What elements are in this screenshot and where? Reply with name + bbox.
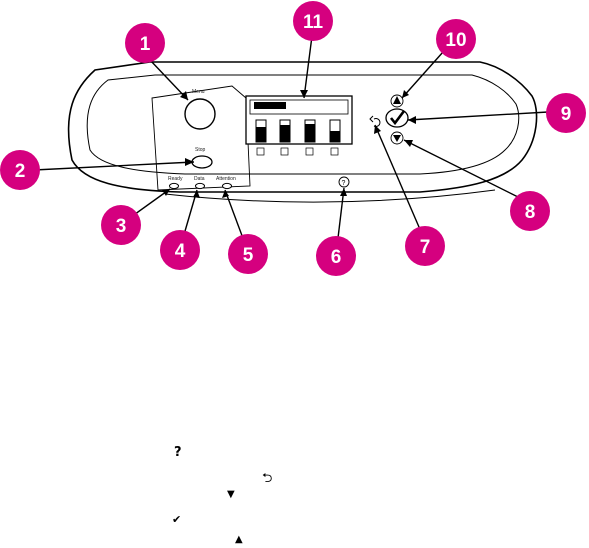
attention-light — [222, 182, 232, 190]
svg-text:?: ? — [342, 180, 346, 187]
stop-button[interactable] — [191, 155, 213, 169]
svg-text:4: 4 — [175, 241, 186, 262]
callout-3: 3 — [101, 205, 141, 245]
back-button[interactable] — [369, 115, 381, 127]
svg-text:10: 10 — [445, 30, 466, 51]
legend-select-check-icon: ✔ — [172, 513, 182, 526]
callout-1: 1 — [125, 23, 165, 63]
svg-text:11: 11 — [303, 12, 324, 33]
down-arrow-button[interactable] — [390, 131, 404, 145]
display-screen — [245, 95, 353, 156]
svg-text:8: 8 — [525, 202, 536, 223]
callout-5: 5 — [228, 234, 268, 274]
callout-11: 11 — [293, 1, 333, 41]
callout-arrowheads — [162, 90, 416, 198]
data-light — [195, 182, 205, 190]
help-button[interactable]: ? — [338, 176, 350, 188]
data-label: Data — [194, 176, 205, 182]
control-panel-diagram: Menu Stop Ready Data Attention ? — [0, 1, 586, 276]
attention-label: Attention — [216, 176, 236, 182]
panel-outline — [67, 61, 538, 193]
svg-text:6: 6 — [331, 247, 342, 268]
svg-text:3: 3 — [116, 216, 127, 237]
legend-down-arrow-icon: ▼ — [227, 489, 235, 500]
svg-text:2: 2 — [15, 161, 26, 182]
callout-leader-lines — [33, 35, 549, 242]
callout-2: 2 — [0, 150, 40, 190]
stop-label: Stop — [195, 147, 206, 153]
callout-8: 8 — [510, 191, 550, 231]
panel-front-lip — [164, 189, 496, 203]
menu-label: Menu — [192, 89, 205, 95]
callout-6: 6 — [316, 236, 356, 276]
callout-10: 10 — [436, 19, 476, 59]
legend-help-icon: ? — [174, 445, 182, 460]
supply-level-gauges — [255, 119, 341, 143]
svg-text:1: 1 — [140, 34, 151, 55]
menu-button[interactable] — [184, 98, 216, 130]
up-arrow-button[interactable] — [390, 94, 404, 108]
select-check-button[interactable] — [385, 108, 409, 128]
panel-inner-outline — [86, 74, 520, 175]
ready-label: Ready — [168, 176, 183, 182]
supply-color-icons — [256, 147, 339, 156]
legend-back-icon: ⮌ — [262, 471, 273, 486]
svg-text:5: 5 — [243, 245, 254, 266]
ready-light — [169, 182, 179, 190]
svg-text:9: 9 — [561, 104, 572, 125]
svg-text:7: 7 — [420, 237, 431, 258]
callout-7: 7 — [405, 226, 445, 266]
legend-up-arrow-icon: ▲ — [235, 534, 243, 545]
callout-4: 4 — [160, 230, 200, 270]
callout-9: 9 — [546, 93, 586, 133]
